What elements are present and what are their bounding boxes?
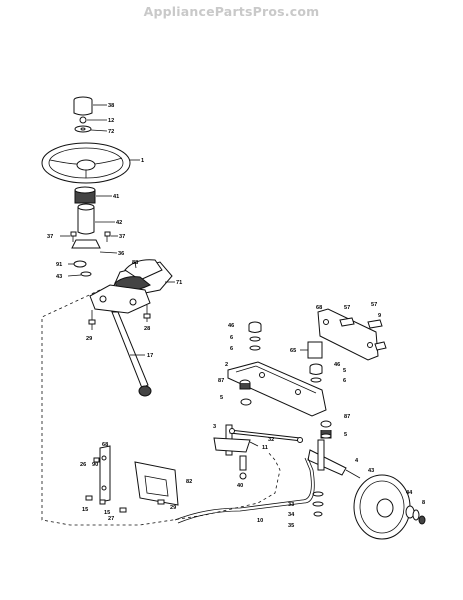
- steering-bushing: [77, 203, 115, 235]
- washer-small: [67, 271, 92, 277]
- axle-cap-right: [309, 363, 323, 383]
- spindle-bushing-left: [239, 379, 252, 406]
- callout-40: 40: [237, 483, 243, 489]
- callout-43-upper: 43: [56, 274, 62, 280]
- callout-9: 9: [378, 313, 381, 319]
- callout-29-lower: 29: [170, 505, 176, 511]
- callout-44: 44: [406, 490, 413, 496]
- callout-91: 91: [56, 262, 62, 268]
- assembly-outline: [41, 289, 281, 526]
- spindle-bushing-right: [320, 420, 332, 439]
- callout-6-upper-left: 6: [230, 335, 233, 341]
- callout-88: 88: [132, 260, 138, 266]
- spindle-left: [213, 424, 259, 480]
- screw-right: [104, 231, 118, 242]
- callout-6-right: 6: [343, 378, 346, 384]
- callout-90: 90: [92, 462, 98, 468]
- callout-6-lower-left: 6: [230, 346, 233, 352]
- callout-57-left: 57: [344, 305, 350, 311]
- callout-12: 12: [108, 118, 114, 124]
- callout-68-left: 68: [102, 442, 108, 448]
- steering-cap: [73, 96, 107, 116]
- front-axle: [227, 361, 327, 417]
- callout-5-right-lower: 5: [344, 432, 347, 438]
- callout-46-right: 46: [334, 362, 340, 368]
- steering-shaft: [111, 311, 152, 397]
- spindle-right: [307, 439, 361, 479]
- callout-71: 71: [176, 280, 182, 286]
- callout-5-right-upper: 5: [343, 368, 346, 374]
- callout-11: 11: [262, 445, 268, 451]
- callout-82: 82: [186, 479, 192, 485]
- callout-87-left: 87: [218, 378, 224, 384]
- watermark: AppliancePartsPros.com: [143, 4, 320, 19]
- nut: [79, 116, 107, 124]
- callout-72: 72: [108, 129, 114, 135]
- callout-41: 41: [113, 194, 119, 200]
- callout-46-left: 46: [228, 323, 234, 329]
- callout-1: 1: [141, 158, 144, 164]
- callout-28: 28: [144, 326, 150, 332]
- callout-4: 4: [355, 458, 359, 464]
- drag-link: [229, 428, 304, 443]
- callout-10: 10: [257, 518, 263, 524]
- callout-37-left: 37: [47, 234, 53, 240]
- callout-8: 8: [422, 500, 425, 506]
- axle-pin: [300, 341, 323, 359]
- callout-26: 26: [80, 462, 86, 468]
- callout-37-right: 37: [119, 234, 125, 240]
- steering-bracket-left: [85, 445, 179, 513]
- callout-2: 2: [225, 362, 228, 368]
- callout-17: 17: [147, 353, 153, 359]
- callout-42: 42: [116, 220, 122, 226]
- steering-mount-plate: [88, 284, 151, 330]
- spacer: [68, 260, 87, 268]
- front-wheel: [353, 474, 411, 540]
- axle-support-bracket: [317, 308, 387, 361]
- washer: [74, 125, 108, 133]
- callout-15-left: 15: [82, 507, 88, 513]
- callout-5-left: 5: [220, 395, 223, 401]
- wheel-hardware: [405, 505, 426, 525]
- callout-29-upper: 29: [86, 336, 92, 342]
- screw-left: [60, 231, 77, 242]
- callout-43-wheel: 43: [368, 468, 374, 474]
- callout-33: 33: [288, 502, 294, 508]
- steering-support: [71, 239, 118, 254]
- tie-rod: [174, 457, 315, 524]
- callout-27: 27: [108, 516, 114, 522]
- callout-65: 65: [290, 348, 296, 354]
- callout-87-right: 87: [344, 414, 350, 420]
- spindle-hardware: [312, 491, 324, 517]
- callout-36: 36: [118, 251, 124, 257]
- callout-35: 35: [288, 523, 294, 529]
- callout-15-right: 15: [104, 510, 110, 516]
- callout-68-right: 68: [316, 305, 322, 311]
- callout-3: 3: [213, 424, 216, 430]
- callout-34: 34: [288, 512, 295, 518]
- callout-38: 38: [108, 103, 114, 109]
- callout-32: 32: [268, 437, 274, 443]
- callout-57-right: 57: [371, 302, 377, 308]
- axle-cap-left: [248, 321, 262, 351]
- steering-wheel: [41, 142, 140, 184]
- steering-adapter: [74, 186, 112, 204]
